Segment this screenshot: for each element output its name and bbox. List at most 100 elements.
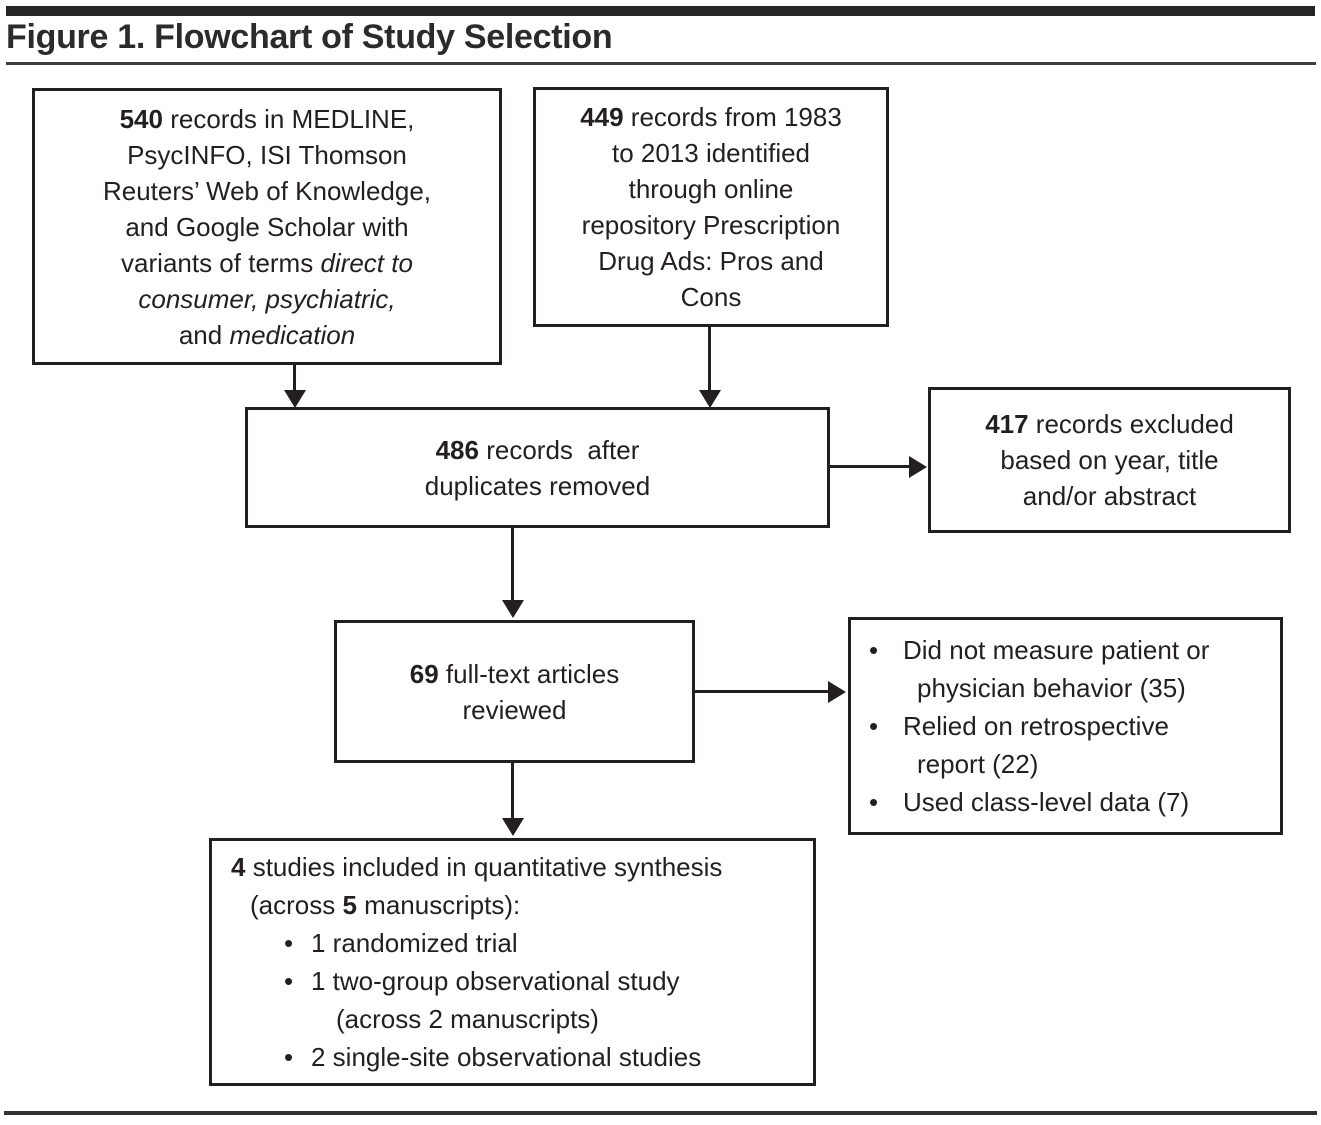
text-line: 486 records after bbox=[248, 432, 827, 468]
box-fulltext-reviewed-text: 69 full-text articles reviewed bbox=[337, 623, 692, 760]
text-line: variants of terms direct to bbox=[35, 245, 499, 281]
text-line: duplicates removed bbox=[248, 468, 827, 504]
text-segment: records in MEDLINE, bbox=[162, 103, 415, 134]
text-line: 4 studies included in quantitative synth… bbox=[212, 848, 813, 886]
text-line: (across 5 manuscripts): bbox=[212, 886, 813, 924]
text-segment: through online bbox=[628, 174, 794, 204]
text-segment: 5 bbox=[342, 890, 357, 920]
text-segment: 1 randomized trial bbox=[311, 928, 518, 958]
text-line: and Google Scholar with bbox=[35, 209, 499, 245]
arrowhead-down-icon bbox=[502, 600, 524, 618]
arrowhead-right-icon bbox=[828, 681, 846, 703]
text-line: PsycINFO, ISI Thomson bbox=[35, 137, 499, 173]
arrow-line bbox=[511, 763, 514, 819]
text-segment: physician behavior (35) bbox=[917, 673, 1186, 703]
text-line: Drug Ads: Pros and bbox=[536, 243, 886, 279]
text-segment: 69 bbox=[409, 658, 439, 689]
box-fulltext-exclusion-reasons: • Did not measure patient or physician beh… bbox=[848, 617, 1283, 835]
text-segment: and/or abstract bbox=[1022, 481, 1197, 511]
bullet-icon: • bbox=[284, 1042, 294, 1072]
text-line: (across 2 manuscripts) bbox=[212, 1000, 813, 1038]
bullet-icon: • bbox=[869, 635, 879, 665]
text-segment: (across bbox=[250, 890, 343, 920]
text-segment: Cons bbox=[680, 282, 742, 312]
bullet-icon: • bbox=[284, 928, 294, 958]
figure-top-rule bbox=[6, 6, 1315, 16]
text-segment: PsycINFO, ISI Thomson bbox=[127, 139, 407, 170]
text-segment: records from 1983 bbox=[623, 102, 842, 132]
text-segment: to 2013 identified bbox=[611, 138, 811, 168]
arrow-line bbox=[511, 528, 514, 601]
box-records-databases: 540 records in MEDLINE,PsycINFO, ISI Tho… bbox=[32, 88, 502, 365]
text-segment: 449 bbox=[580, 102, 624, 132]
text-line: • Used class-level data (7) bbox=[851, 783, 1280, 821]
box-included-studies-text: 4 studies included in quantitative synth… bbox=[212, 841, 813, 1083]
text-segment: Did not measure patient or bbox=[903, 635, 1210, 665]
text-segment: and bbox=[178, 319, 230, 350]
text-segment: 486 bbox=[435, 434, 479, 465]
text-segment: Drug Ads: Pros and bbox=[598, 246, 824, 276]
text-segment: variants of terms bbox=[121, 247, 321, 278]
figure-bottom-rule bbox=[4, 1111, 1317, 1115]
text-line: and medication bbox=[35, 317, 499, 353]
arrowhead-down-icon bbox=[502, 818, 524, 836]
text-line: 417 records excluded bbox=[931, 406, 1288, 442]
text-line: • Did not measure patient or bbox=[851, 631, 1280, 669]
text-segment: reviewed bbox=[462, 694, 567, 725]
arrow-line bbox=[293, 365, 296, 391]
text-segment: Relied on retrospective bbox=[903, 711, 1169, 741]
text-segment: 4 bbox=[231, 852, 246, 882]
text-segment: based on year, title bbox=[1000, 445, 1219, 475]
box-records-repository-text: 449 records from 1983 to 2013 identified t… bbox=[536, 90, 886, 324]
text-line: report (22) bbox=[851, 745, 1280, 783]
text-line: repository Prescription bbox=[536, 207, 886, 243]
text-segment: 2 single-site observational studies bbox=[311, 1042, 702, 1072]
text-line: Reuters’ Web of Knowledge, bbox=[35, 173, 499, 209]
arrow-line bbox=[830, 465, 910, 468]
arrowhead-right-icon bbox=[909, 456, 927, 478]
text-line: reviewed bbox=[337, 692, 692, 728]
text-segment: repository Prescription bbox=[581, 210, 841, 240]
text-segment: report (22) bbox=[917, 749, 1039, 779]
text-segment: duplicates removed bbox=[424, 470, 651, 501]
text-segment: 540 bbox=[119, 103, 163, 134]
text-line: to 2013 identified bbox=[536, 135, 886, 171]
title-underline-rule bbox=[6, 62, 1316, 65]
arrow-line bbox=[708, 327, 711, 391]
text-segment: Reuters’ Web of Knowledge, bbox=[102, 175, 432, 206]
bullet-icon: • bbox=[869, 787, 879, 817]
text-segment: manuscripts): bbox=[356, 890, 521, 920]
text-line: 540 records in MEDLINE, bbox=[35, 101, 499, 137]
text-segment: Used class-level data (7) bbox=[903, 787, 1190, 817]
box-fulltext-exclusion-reasons-text: • Did not measure patient or physician beh… bbox=[851, 620, 1280, 832]
text-line: • Relied on retrospective bbox=[851, 707, 1280, 745]
text-line: based on year, title bbox=[931, 442, 1288, 478]
text-segment: studies included in quantitative synthes… bbox=[245, 852, 723, 882]
text-segment: and Google Scholar with bbox=[125, 211, 409, 242]
figure-title: Figure 1. Flowchart of Study Selection bbox=[6, 18, 613, 56]
text-line: through online bbox=[536, 171, 886, 207]
text-line: consumer, psychiatric, bbox=[35, 281, 499, 317]
text-line: physician behavior (35) bbox=[851, 669, 1280, 707]
text-line: • 2 single-site observational studies bbox=[212, 1038, 813, 1076]
text-segment: medication bbox=[229, 319, 356, 350]
arrowhead-down-icon bbox=[284, 390, 306, 408]
text-line: •1 two-group observational study bbox=[212, 962, 813, 1000]
arrowhead-down-icon bbox=[699, 390, 721, 408]
text-line: and/or abstract bbox=[931, 478, 1288, 514]
text-segment: 1 two-group observational study bbox=[311, 966, 680, 996]
text-segment: full-text articles bbox=[438, 658, 620, 689]
arrow-line bbox=[695, 690, 829, 693]
bullet-icon: • bbox=[869, 711, 879, 741]
text-segment: consumer, psychiatric, bbox=[138, 283, 396, 314]
text-segment: direct to bbox=[320, 247, 413, 278]
box-records-repository: 449 records from 1983 to 2013 identified t… bbox=[533, 87, 889, 327]
text-segment: records excluded bbox=[1028, 409, 1234, 439]
text-segment: records after bbox=[478, 434, 640, 465]
text-line: • 1 randomized trial bbox=[212, 924, 813, 962]
